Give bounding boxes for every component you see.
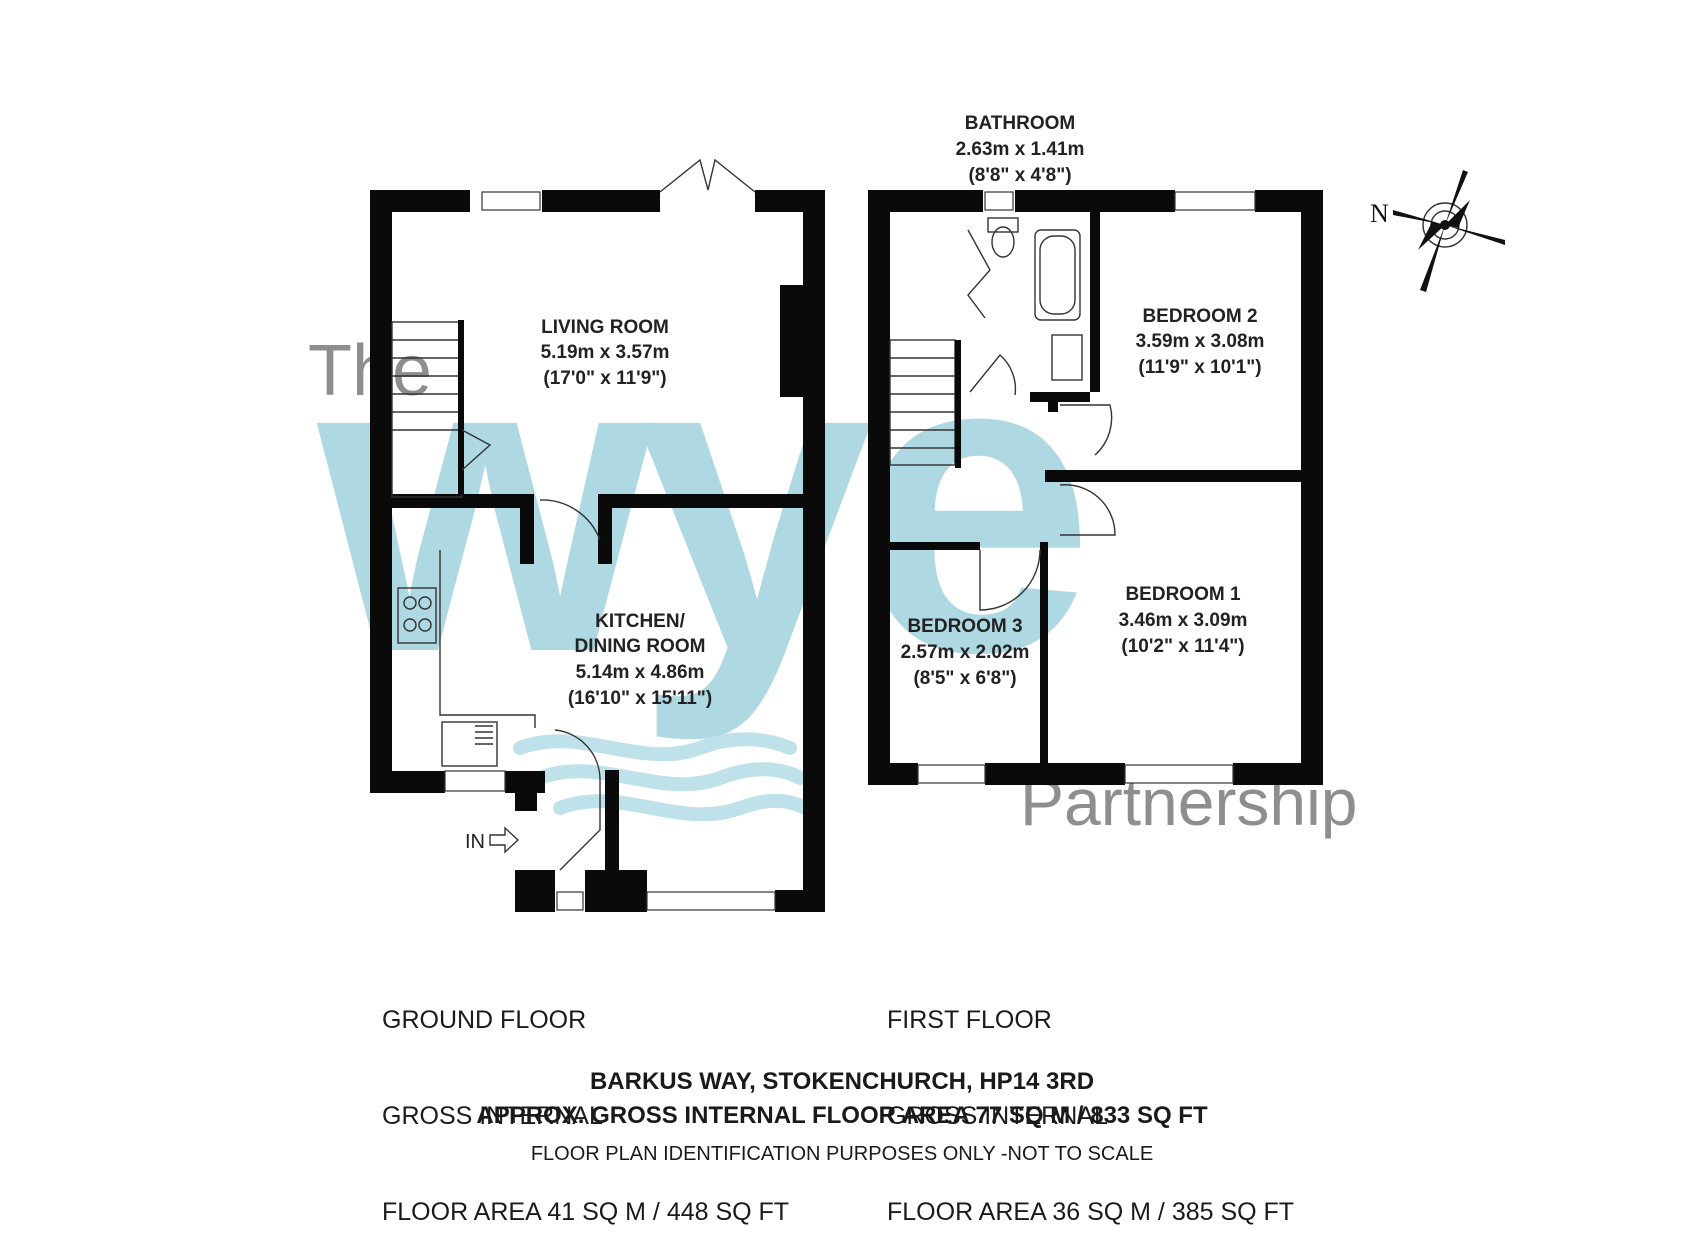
french-doors	[659, 158, 756, 193]
living-room-name: LIVING ROOM	[541, 317, 669, 338]
watermark-wave-2	[533, 762, 807, 792]
kitchen-imperial: (16'10" x 15'11")	[568, 688, 712, 709]
bedroom3-metric: 2.57m x 2.02m	[901, 642, 1030, 663]
north-label: N	[1370, 199, 1389, 228]
window	[917, 764, 986, 784]
bathroom-metric: 2.63m x 1.41m	[956, 139, 1085, 160]
disclaimer-note: FLOOR PLAN IDENTIFICATION PURPOSES ONLY …	[530, 1143, 1154, 1165]
kitchen-metric: 5.14m x 4.86m	[576, 662, 705, 683]
bedroom2-name: BEDROOM 2	[1142, 306, 1257, 327]
living-room-imperial: (17'0" x 11'9")	[543, 368, 666, 389]
door-swing	[969, 353, 1017, 396]
watermark-wave-1	[513, 732, 797, 762]
door-swing	[1059, 484, 1116, 536]
window	[646, 891, 776, 911]
bedroom1-imperial: (10'2" x 11'4")	[1121, 636, 1244, 657]
bedroom2-imperial: (11'9" x 10'1")	[1138, 357, 1261, 378]
bedroom3-name: BEDROOM 3	[907, 616, 1022, 637]
bathroom-imperial: (8'8" x 4'8")	[968, 165, 1071, 186]
first-floor-gross: GROSS INTERNAL	[887, 1102, 1108, 1130]
door-swing	[1060, 404, 1113, 456]
ground-floor-area: GROUND FLOOR GROSS INTERNAL FLOOR AREA 4…	[382, 940, 789, 1260]
watermark-wave-3	[553, 793, 812, 822]
door-swing	[539, 499, 601, 541]
toilet-cistern	[987, 217, 1019, 233]
window	[481, 191, 541, 211]
kitchen-name-1: KITCHEN/	[595, 611, 685, 632]
ground-floor-plan: IN LIVING ROOM 5.19m x 3.57m (17'0" x 11…	[370, 158, 825, 912]
first-floor-area: FIRST FLOOR GROSS INTERNAL FLOOR AREA 36…	[887, 940, 1294, 1260]
bathtub	[1034, 229, 1081, 321]
door-swing	[461, 429, 492, 471]
window	[1174, 191, 1256, 211]
bedroom1-metric: 3.46m x 3.09m	[1119, 610, 1248, 631]
ground-floor-title: GROUND FLOOR	[382, 1006, 587, 1034]
staircase	[889, 339, 961, 468]
ground-floor-size: FLOOR AREA 41 SQ M / 448 SQ FT	[382, 1198, 790, 1226]
entrance-arrow-icon	[489, 826, 520, 854]
bedroom1-name: BEDROOM 1	[1125, 584, 1241, 605]
first-floor-title: FIRST FLOOR	[887, 1006, 1052, 1034]
bathroom-name: BATHROOM	[965, 113, 1075, 134]
first-floor-size: FLOOR AREA 36 SQ M / 385 SQ FT	[887, 1198, 1295, 1226]
floor-plan-drawing: The wye Partnership	[308, 113, 1505, 912]
first-floor-plan: BATHROOM 2.63m x 1.41m (8'8" x 4'8") BED…	[868, 113, 1323, 785]
window	[444, 770, 506, 792]
entrance-label: IN	[465, 831, 485, 853]
hob	[397, 587, 437, 644]
worktop	[439, 550, 536, 728]
bathroom-door	[967, 229, 991, 319]
front-door	[554, 729, 601, 871]
door-swing	[979, 549, 1041, 611]
window	[556, 891, 584, 911]
kitchen-name-2: DINING ROOM	[575, 636, 706, 657]
living-room-metric: 5.19m x 3.57m	[541, 342, 670, 363]
bedroom2-metric: 3.59m x 3.08m	[1136, 331, 1265, 352]
compass-rose-icon: N	[1370, 170, 1505, 292]
ground-floor-gross: GROSS INTERNAL	[382, 1102, 603, 1130]
bedroom3-imperial: (8'5" x 6'8")	[913, 668, 1016, 689]
window	[984, 191, 1014, 211]
basin	[1051, 334, 1083, 381]
sink	[441, 721, 498, 767]
property-address: BARKUS WAY, STOKENCHURCH, HP14 3RD	[589, 1068, 1095, 1095]
total-floor-area: APPROX. GROSS INTERNAL FLOOR AREA 77 SQ …	[476, 1102, 1208, 1129]
toilet	[991, 226, 1015, 258]
window	[1124, 764, 1234, 784]
staircase	[391, 320, 464, 498]
